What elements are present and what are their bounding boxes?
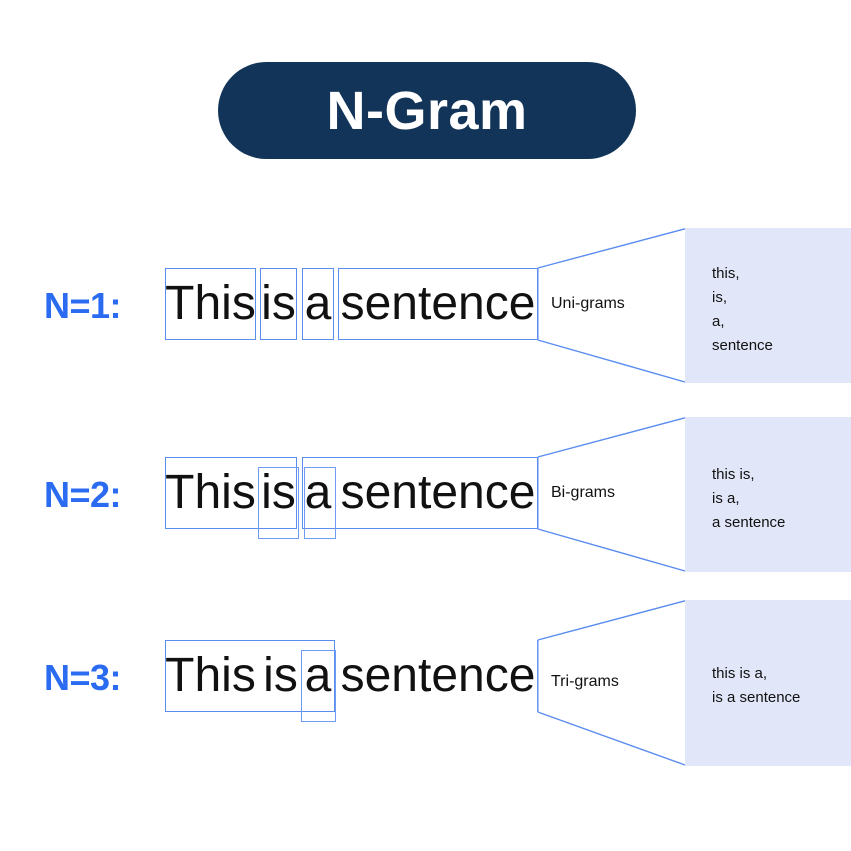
word-is: is <box>261 277 296 330</box>
trigram-box-this-is-a <box>165 640 335 712</box>
word-this: This <box>165 277 256 330</box>
funnel-label-bigrams: Bi-grams <box>551 484 616 501</box>
word-is: is <box>263 649 298 702</box>
trigram-box-is-a-sentence <box>301 650 336 722</box>
row-label-n3: N=3: <box>44 657 122 698</box>
funnel-n1 <box>537 228 687 383</box>
funnel-label-trigrams: Tri-grams <box>551 673 619 690</box>
word-a: a <box>304 649 332 702</box>
sentence-strip-n1: This is a sentence <box>165 268 538 340</box>
output-panel-bigrams: this is, is a, a sentence <box>685 417 851 572</box>
word-sentence: sentence <box>340 277 536 330</box>
output-text-unigrams: this, is, a, sentence <box>712 265 773 354</box>
title-pill: N-Gram <box>218 62 636 159</box>
word-a: a <box>304 466 332 519</box>
bigram-box-a-offset <box>304 467 336 539</box>
sentence-strip-n3: This is a sentence <box>165 640 538 722</box>
bigram-box-this-is <box>165 457 297 529</box>
page-title: N-Gram <box>326 80 528 141</box>
word-sentence: sentence <box>340 466 536 519</box>
bigram-box-is-offset <box>258 467 299 539</box>
output-text-trigrams: this is a, is a sentence <box>712 665 801 706</box>
funnel-label-unigrams: Uni-grams <box>551 295 625 312</box>
output-text-bigrams: this is, is a, a sentence <box>712 466 786 531</box>
sentence-strip-n2: This is a sentence <box>165 457 538 539</box>
ngram-row-unigram: N=1: This is a sentence Uni-grams this, … <box>0 228 851 383</box>
word-this: This <box>165 649 256 702</box>
token-box-this <box>165 268 256 340</box>
ngram-row-bigram: N=2: This is a sentence Bi-grams this is… <box>0 417 851 572</box>
funnel-n2 <box>537 417 687 572</box>
token-box-a <box>302 268 334 340</box>
token-box-is <box>260 268 297 340</box>
word-sentence: sentence <box>340 649 536 702</box>
row-label-n1: N=1: <box>44 285 122 326</box>
row-label-n2: N=2: <box>44 474 122 515</box>
output-panel-unigrams: this, is, a, sentence <box>685 228 851 383</box>
ngram-row-trigram: N=3: This is a sentence Tri-grams this i… <box>0 600 851 766</box>
word-this: This <box>165 466 256 519</box>
output-panel-trigrams: this is a, is a sentence <box>685 600 851 766</box>
word-is: is <box>261 466 296 519</box>
funnel-n3 <box>537 600 687 766</box>
word-a: a <box>304 277 332 330</box>
